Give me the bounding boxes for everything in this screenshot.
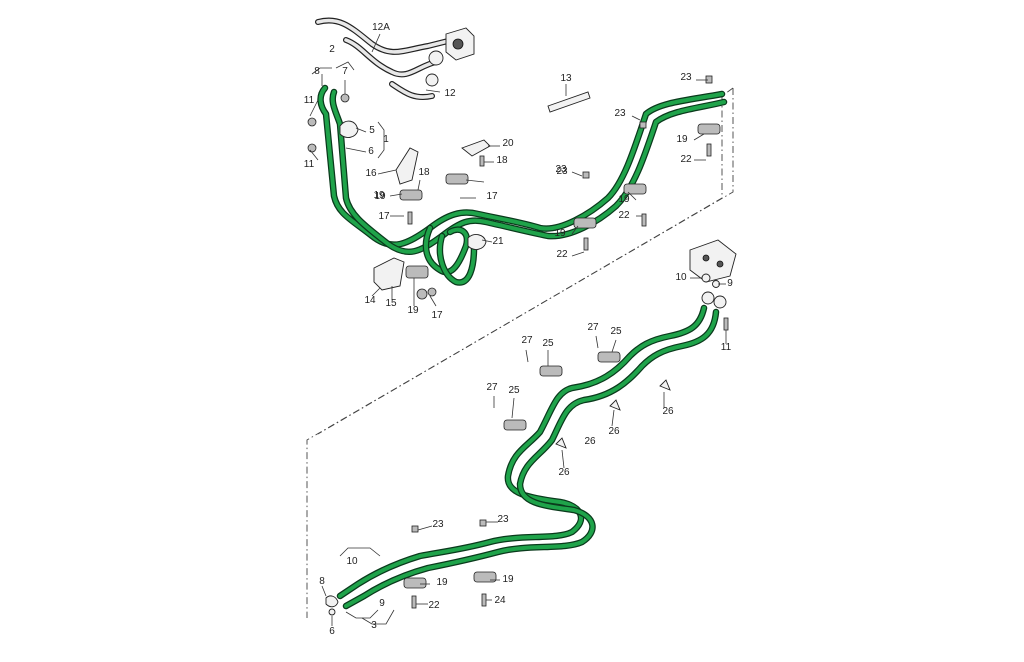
callout-label: 26 <box>558 467 570 478</box>
callout-label: 12A <box>372 22 390 33</box>
callout-label: 16 <box>365 168 377 179</box>
callout-label: 22 <box>680 154 692 165</box>
callout-label: 19 <box>373 190 385 201</box>
callout-label: 23 <box>432 519 444 530</box>
callout-label: 23 <box>497 514 509 525</box>
callout-label: 22 <box>428 600 440 611</box>
callout-label: 1 <box>383 134 389 145</box>
callout-label: 8 <box>314 66 320 77</box>
callout-label: 26 <box>662 406 674 417</box>
callout-label: 19 <box>436 577 448 588</box>
callout-label: 6 <box>329 626 335 637</box>
callout-label: 27 <box>587 322 599 333</box>
callout-label: 27 <box>486 382 498 393</box>
callout-label: 17 <box>431 310 443 321</box>
callout-label: 14 <box>364 295 376 306</box>
callout-label: 2 <box>329 44 335 55</box>
strip-part <box>547 91 591 113</box>
callout-label: 19 <box>676 134 688 145</box>
suction-line-grey <box>315 17 455 100</box>
callout-label: 24 <box>494 595 506 606</box>
callout-label: 19 <box>618 194 630 205</box>
callout-label: 19 <box>554 228 566 239</box>
callout-label: 12 <box>444 88 456 99</box>
callout-label: 25 <box>508 385 520 396</box>
connector-block <box>689 239 737 309</box>
callout-label: 22 <box>618 210 630 221</box>
callout-label: 23 <box>614 108 626 119</box>
callout-label: 26 <box>584 436 596 447</box>
callout-label: 11 <box>304 159 315 170</box>
callout-label: 27 <box>521 335 533 346</box>
coolant-hose-upper <box>317 84 728 286</box>
callout-label: 17 <box>378 211 390 222</box>
leader-lines <box>309 33 727 626</box>
callout-label: 23 <box>555 164 567 175</box>
fasteners <box>307 75 729 616</box>
callout-label: 18 <box>496 155 508 166</box>
callout-label: 23 <box>556 166 568 177</box>
callout-label: 6 <box>368 146 374 157</box>
callout-label: 19 <box>374 191 386 202</box>
callout-label: 19 <box>407 305 419 316</box>
callout-label: 7 <box>342 66 348 77</box>
callout-label: 11 <box>721 342 732 353</box>
callout-label: 5 <box>369 125 375 136</box>
callout-label: 25 <box>610 326 622 337</box>
callout-label: 8 <box>319 576 325 587</box>
callout-label: 10 <box>346 556 358 567</box>
callout-label: 3 <box>371 620 377 631</box>
callout-label: 10 <box>675 272 687 283</box>
callout-label: 9 <box>379 598 385 609</box>
callout-label: 21 <box>492 236 504 247</box>
coolant-hose-lower <box>336 304 720 610</box>
callout-label: 15 <box>385 298 397 309</box>
callout-label: 22 <box>556 249 568 260</box>
callout-label: 20 <box>502 138 514 149</box>
callout-label: 23 <box>680 72 692 83</box>
expansion-valve-block <box>425 27 475 87</box>
callout-label: 9 <box>727 278 733 289</box>
callout-label: 26 <box>608 426 620 437</box>
callout-label: 13 <box>560 73 572 84</box>
callout-label: 17 <box>486 191 498 202</box>
callout-label: 11 <box>304 95 315 106</box>
callout-label: 25 <box>542 338 554 349</box>
callout-label: 19 <box>502 574 514 585</box>
callout-label: 18 <box>418 167 430 178</box>
